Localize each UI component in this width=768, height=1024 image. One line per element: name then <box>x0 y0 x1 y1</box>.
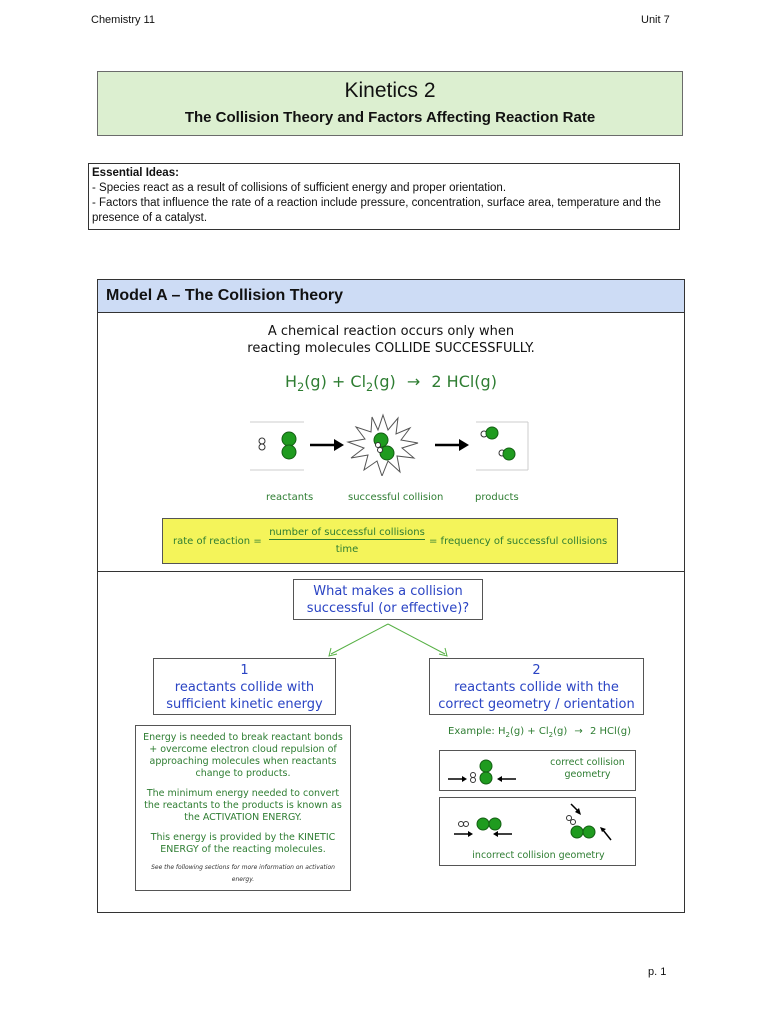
eq-product: 2 HCl(g) <box>431 372 497 391</box>
rate-denominator: time <box>335 544 359 555</box>
model-a-box: Model A – The Collision Theory A chemica… <box>97 279 685 913</box>
label-reactants: reactants <box>266 492 314 503</box>
rate-numerator: number of successful collisions <box>269 527 425 540</box>
question-line-2: successful (or effective)? <box>306 601 470 616</box>
eq-h-sub: 2 <box>297 381 305 395</box>
correct-geometry-label: correct collision geometry <box>540 757 635 781</box>
title-box: Kinetics 2 The Collision Theory and Fact… <box>97 71 683 136</box>
incorrect-geometry-diagram <box>454 803 612 841</box>
ex-product: 2 HCl(g) <box>590 726 631 737</box>
incorrect-geometry-label: incorrect collision geometry <box>472 850 605 861</box>
rate-equation-box: rate of reaction = number of successful … <box>162 518 618 564</box>
eq-mid: (g) + Cl <box>304 372 367 391</box>
ex-h: H <box>497 726 506 737</box>
section-divider <box>98 571 684 572</box>
page-number: p. 1 <box>648 966 667 978</box>
correct-geometry-panel: correct collision geometry <box>439 750 636 791</box>
ex-mid: (g) + Cl <box>509 726 549 737</box>
ex-end: (g) <box>553 726 568 737</box>
factor-2-number: 2 <box>532 663 541 678</box>
energy-para-1: Energy is needed to break reactant bonds… <box>143 732 343 779</box>
model-a-heading: Model A – The Collision Theory <box>98 280 684 313</box>
eq-cl-sub: 2 <box>366 381 374 395</box>
factor-2-line-1: reactants collide with the <box>454 680 619 695</box>
intro-line-1: A chemical reaction occurs only when <box>267 324 515 339</box>
incorrect-geometry-panel: incorrect collision geometry <box>439 797 636 866</box>
essential-ideas-heading: Essential Ideas: <box>92 167 179 179</box>
question-line-1: What makes a collision <box>313 584 463 599</box>
example-label: Example: <box>448 726 495 737</box>
essential-idea-2: - Factors that influence the rate of a r… <box>92 197 661 224</box>
energy-para-2: The minimum energy needed to convert the… <box>144 788 342 823</box>
ex-h-sub: 2 <box>505 731 510 739</box>
activation-energy-box: Energy is needed to break reactant bonds… <box>135 725 351 891</box>
page-subtitle: The Collision Theory and Factors Affecti… <box>184 109 596 126</box>
collision-diagram <box>250 413 529 476</box>
factor-1-box: 1 reactants collide with sufficient kine… <box>153 658 336 715</box>
factor-1-line-1: reactants collide with <box>174 680 315 695</box>
arrow-right-icon <box>435 439 469 451</box>
eq-cl-state: (g) <box>373 372 396 391</box>
page-title: Kinetics 2 <box>344 79 436 102</box>
factor-2-box: 2 reactants collide with the correct geo… <box>429 658 644 715</box>
h2-molecule <box>258 437 266 451</box>
arrow-right-icon <box>310 439 344 451</box>
intro-line-2: reacting molecules COLLIDE SUCCESSFULLY. <box>247 341 535 356</box>
intro-text: A chemical reaction occurs only when rea… <box>98 323 684 357</box>
rate-left: rate of reaction = <box>173 536 262 547</box>
course-label: Chemistry 11 <box>91 14 155 26</box>
essential-ideas-box: Essential Ideas: - Species react as a re… <box>88 163 680 230</box>
correct-label-line-1: correct collision <box>550 757 625 768</box>
factor-2-line-2: correct geometry / orientation <box>438 697 635 712</box>
hcl-molecule <box>498 447 516 461</box>
eq-arrow: → <box>406 372 421 391</box>
unit-label: Unit 7 <box>641 14 670 26</box>
ex-arrow: → <box>574 726 583 737</box>
energy-note: See the following sections for more info… <box>151 864 335 883</box>
correct-label-line-2: geometry <box>564 769 611 780</box>
hcl-molecule <box>480 426 499 440</box>
energy-para-3: This energy is provided by the KINETIC E… <box>150 832 336 855</box>
reaction-equation: H2(g) + Cl2(g) → 2 HCl(g) <box>98 372 684 394</box>
rate-right: = frequency of successful collisions <box>429 536 608 547</box>
label-successful-collision: successful collision <box>348 492 444 503</box>
branch-arrows <box>328 623 448 657</box>
example-equation: Example: H2(g) + Cl2(g) → 2 HCl(g) <box>448 726 631 739</box>
ex-cl-sub: 2 <box>548 731 554 739</box>
factor-1-line-2: sufficient kinetic energy <box>166 697 323 712</box>
essential-idea-1: - Species react as a result of collision… <box>92 182 507 194</box>
eq-h: H <box>285 372 298 391</box>
label-products: products <box>475 492 519 503</box>
question-box: What makes a collision successful (or ef… <box>293 579 483 620</box>
cl2-molecule <box>281 431 297 460</box>
collision-burst-icon <box>346 413 419 476</box>
factor-1-number: 1 <box>240 663 249 678</box>
correct-geometry-diagram <box>448 759 516 785</box>
